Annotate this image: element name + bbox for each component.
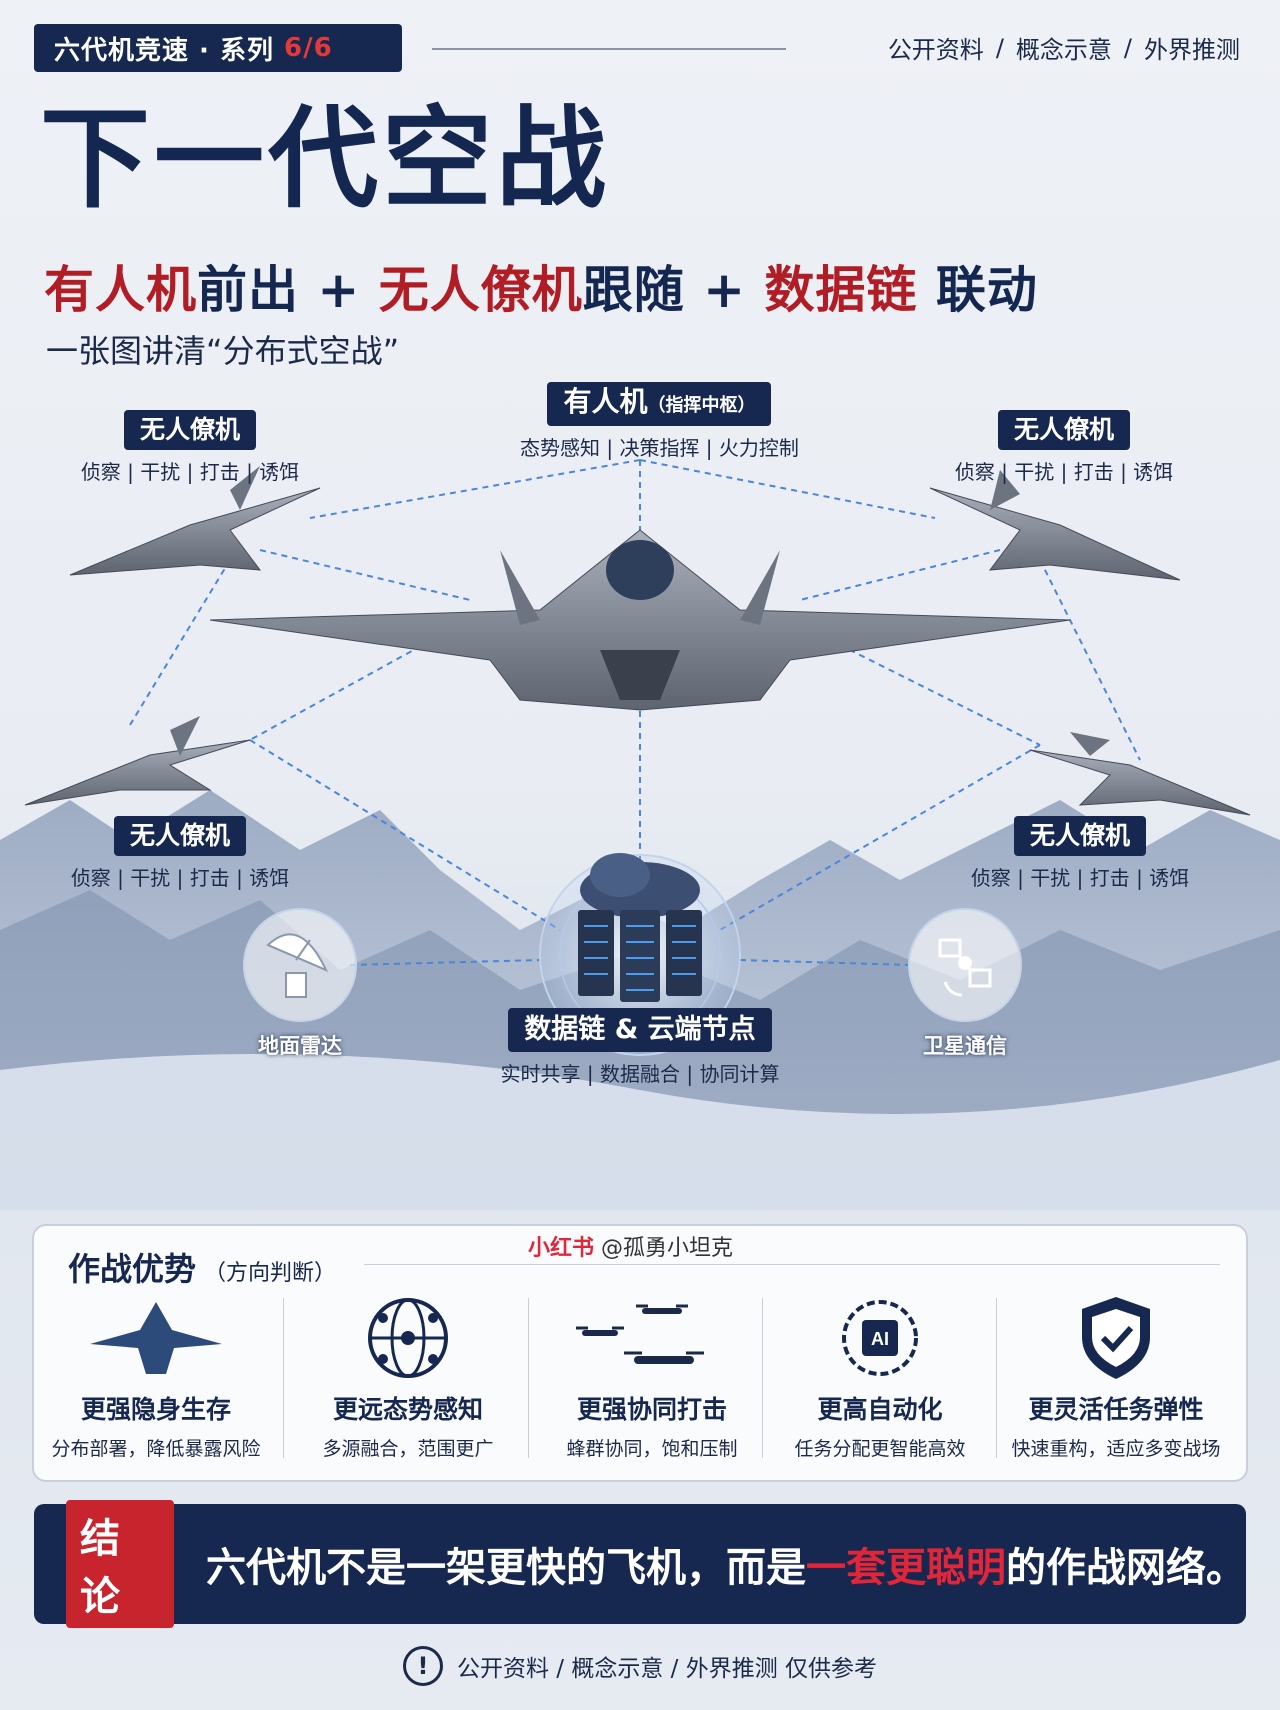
subtitle-text: 联动 <box>917 261 1038 319</box>
drone-roles: 侦察 | 干扰 | 打击 | 诱饵 <box>954 460 1174 484</box>
drone-node-top-right: 无人僚机 侦察 | 干扰 | 打击 | 诱饵 <box>934 410 1194 485</box>
advantage-item: 更灵活任务弹性 快速重构，适应多变战场 <box>1002 1290 1230 1462</box>
page-subtitle: 有人机前出 + 无人僚机跟随 + 数据链 联动 <box>44 250 1038 322</box>
drone-top-right <box>929 470 1181 581</box>
warning-icon: ! <box>402 1646 443 1686</box>
advantage-item: AI 更高自动化 任务分配更智能高效 <box>766 1290 994 1462</box>
advantage-divider <box>283 1298 284 1458</box>
advantage-divider <box>762 1298 763 1458</box>
tagline: 一张图讲清“分布式空战” <box>46 332 400 370</box>
header-tag: 外界推测 <box>1144 36 1240 64</box>
cloud-node <box>539 853 741 1056</box>
satellite-label: 卫星通信 <box>923 1034 1007 1058</box>
advantage-name: 更远态势感知 <box>332 1395 483 1424</box>
drone-roles: 侦察 | 干扰 | 打击 | 诱饵 <box>80 460 300 484</box>
subtitle-datalink: 数据链 <box>764 261 918 319</box>
header-tags: 公开资料 / 概念示意 / 外界推测 <box>888 30 1240 65</box>
cloud-roles: 实时共享 | 数据融合 | 协同计算 <box>500 1062 780 1086</box>
drone-bottom-left <box>24 716 251 806</box>
conclusion-text-highlight: 一套更聪明 <box>806 1545 1006 1591</box>
drone-node-bottom-right: 无人僚机 侦察 | 干扰 | 打击 | 诱饵 <box>950 816 1210 891</box>
cloud-label: 数据链 & 云端节点 <box>508 1008 772 1052</box>
advantage-divider <box>996 1298 997 1458</box>
conclusion-text-a: 六代机不是一架更快的飞机，而是 <box>206 1545 806 1591</box>
watermark-user: @孤勇小坦克 <box>601 1236 734 1261</box>
watermark: 小红书 @孤勇小坦克 <box>528 1230 733 1262</box>
advantages-title: 作战优势 <box>68 1250 197 1288</box>
manned-label-text: 有人机 <box>563 385 648 418</box>
manned-fighter-jet <box>209 529 1071 711</box>
manned-node: 有人机（指挥中枢） 态势感知 | 决策指挥 | 火力控制 <box>520 382 799 461</box>
stealth-jet-icon <box>42 1290 270 1386</box>
advantage-desc: 蜂群协同，饱和压制 <box>566 1438 738 1460</box>
manned-label-note: （指挥中枢） <box>647 395 756 416</box>
conclusion-text: 六代机不是一架更快的飞机，而是一套更聪明的作战网络。 <box>206 1535 1246 1593</box>
drone-label: 无人僚机 <box>997 410 1130 450</box>
subtitle-text: 跟随 + <box>582 261 765 319</box>
ai-chip-icon: AI <box>766 1290 994 1386</box>
advantage-name: 更强隐身生存 <box>80 1395 231 1424</box>
footer-text: 公开资料 / 概念示意 / 外界推测 仅供参考 <box>456 1656 878 1682</box>
advantage-desc: 分布部署，降低暴露风险 <box>51 1438 261 1460</box>
manned-label: 有人机（指挥中枢） <box>547 382 772 426</box>
header-separator: / <box>1123 33 1132 62</box>
header-tag: 公开资料 <box>887 36 984 64</box>
advantage-desc: 快速重构，适应多变战场 <box>1011 1438 1221 1460</box>
radar-dish-icon <box>243 908 357 1022</box>
satellite-icon <box>908 908 1022 1022</box>
advantages-note: （方向判断） <box>204 1261 337 1286</box>
drone-label: 无人僚机 <box>1013 816 1146 856</box>
page-title: 下一代空战 <box>40 95 610 223</box>
advantage-item: 更远态势感知 多源融合，范围更广 <box>294 1290 522 1462</box>
drone-node-bottom-left: 无人僚机 侦察 | 干扰 | 打击 | 诱饵 <box>50 816 310 891</box>
advantage-item: 更强隐身生存 分布部署，降低暴露风险 <box>42 1290 270 1462</box>
header-separator: / <box>995 33 1004 62</box>
drone-swarm-icon <box>538 1290 766 1386</box>
drone-bottom-right <box>1029 732 1251 816</box>
conclusion-text-b: 的作战网络。 <box>1006 1545 1246 1591</box>
network-globe-icon <box>294 1290 522 1386</box>
subtitle-manned: 有人机 <box>44 261 197 319</box>
advantage-name: 更强协同打击 <box>576 1395 727 1424</box>
conclusion-banner: 结论 六代机不是一架更快的飞机，而是一套更聪明的作战网络。 <box>34 1500 1246 1628</box>
svg-text:AI: AI <box>871 1329 889 1349</box>
drone-roles: 侦察 | 干扰 | 打击 | 诱饵 <box>70 866 290 890</box>
drone-label: 无人僚机 <box>123 410 256 450</box>
series-number: 6/6 <box>283 33 333 63</box>
header-rule <box>432 48 786 50</box>
network-diagram: 有人机（指挥中枢） 态势感知 | 决策指挥 | 火力控制 无人僚机 侦察 | 干… <box>0 370 1280 1210</box>
advantage-name: 更灵活任务弹性 <box>1028 1395 1204 1424</box>
advantages-heading: 作战优势 （方向判断） <box>68 1244 336 1290</box>
advantage-divider <box>528 1298 529 1458</box>
subtitle-text: 前出 + <box>197 261 379 319</box>
shield-check-icon <box>1002 1290 1230 1386</box>
series-label: 六代机竞速 · 系列 <box>54 35 274 66</box>
advantage-item: 更强协同打击 蜂群协同，饱和压制 <box>538 1290 766 1462</box>
advantage-name: 更高自动化 <box>817 1395 943 1424</box>
conclusion-tag: 结论 <box>66 1500 174 1628</box>
subtitle-drone: 无人僚机 <box>378 261 583 319</box>
watermark-brand: 小红书 <box>528 1236 595 1261</box>
series-tag: 六代机竞速 · 系列 6/6 <box>34 24 402 72</box>
header-tag: 概念示意 <box>1015 36 1112 64</box>
advantage-desc: 任务分配更智能高效 <box>794 1438 966 1460</box>
advantage-desc: 多源融合，范围更广 <box>322 1438 494 1460</box>
drone-node-top-left: 无人僚机 侦察 | 干扰 | 打击 | 诱饵 <box>60 410 320 485</box>
manned-roles: 态势感知 | 决策指挥 | 火力控制 <box>520 436 799 460</box>
footer: ! 公开资料 / 概念示意 / 外界推测 仅供参考 <box>0 1646 1280 1686</box>
drone-top-left <box>69 466 321 576</box>
drone-label: 无人僚机 <box>113 816 246 856</box>
radar-label: 地面雷达 <box>258 1034 342 1058</box>
cloud-node-label-group: 数据链 & 云端节点 实时共享 | 数据融合 | 协同计算 <box>470 1008 810 1087</box>
drone-roles: 侦察 | 干扰 | 打击 | 诱饵 <box>970 866 1190 890</box>
advantages-rule <box>364 1264 1220 1265</box>
